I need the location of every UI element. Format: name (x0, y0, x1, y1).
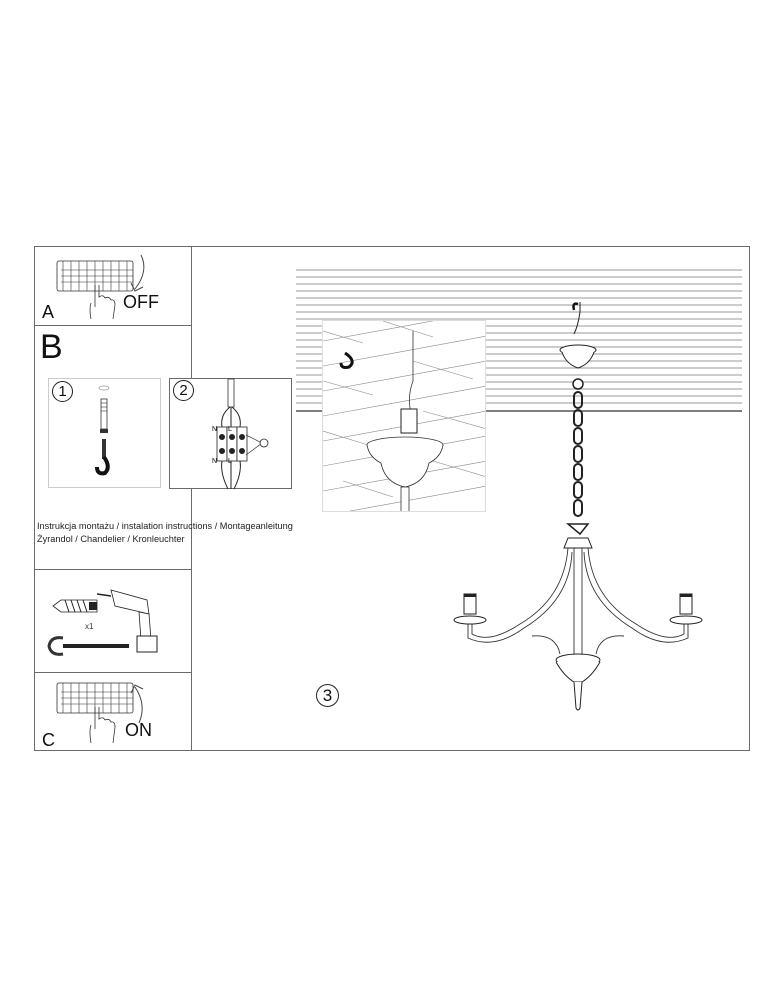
column-divider (191, 246, 192, 751)
drill-icon (96, 589, 158, 653)
caption-title-line: Instrukcja montażu / instalation instruc… (37, 521, 293, 531)
ceiling-hook-icon (95, 439, 110, 476)
tools-panel: x1 (34, 569, 192, 673)
hand-icon (89, 707, 116, 744)
hand-icon (89, 285, 116, 320)
eye-hook-screw-icon (47, 636, 129, 656)
quantity-label: x1 (85, 622, 94, 631)
panel-c-letter: C (42, 730, 55, 750)
wire-label-n: N (212, 458, 217, 465)
breaker-box-icon (56, 682, 134, 714)
wall-plug-icon (98, 385, 110, 433)
panel-c-power-on: ON C (34, 672, 192, 751)
step-3-number: 3 (316, 684, 339, 707)
power-off-label: OFF (123, 292, 159, 312)
wire-label-l: L (228, 458, 232, 465)
breaker-box-icon (56, 260, 134, 292)
wire-label-l: L (228, 426, 232, 433)
instruction-caption: Instrukcja montażu / instalation instruc… (37, 520, 293, 546)
panel-a-letter: A (42, 302, 55, 322)
section-b-letter: B (40, 328, 63, 366)
canopy-detail-inset (322, 320, 486, 512)
panel-a-power-off: OFF A (34, 246, 192, 326)
wiring-terminal-icon: N L N L (212, 378, 269, 490)
power-on-label: ON (125, 720, 152, 740)
diagonal-ceiling-pattern (323, 321, 485, 511)
wire-label-n: N (212, 426, 217, 433)
step-number: 2 (173, 380, 194, 401)
wall-anchor-icon (52, 599, 98, 613)
caption-product-line: Żyrandol / Chandelier / Kronleuchter (37, 534, 185, 544)
step-1-panel: 1 (48, 378, 161, 488)
arrow-up-icon (130, 684, 144, 724)
instruction-sheet-frame (34, 246, 750, 751)
chandelier-illustration (453, 302, 703, 711)
step-2-panel: 2 N L N L (169, 378, 292, 490)
step-number: 1 (52, 381, 73, 402)
arrow-down-icon (130, 254, 145, 292)
